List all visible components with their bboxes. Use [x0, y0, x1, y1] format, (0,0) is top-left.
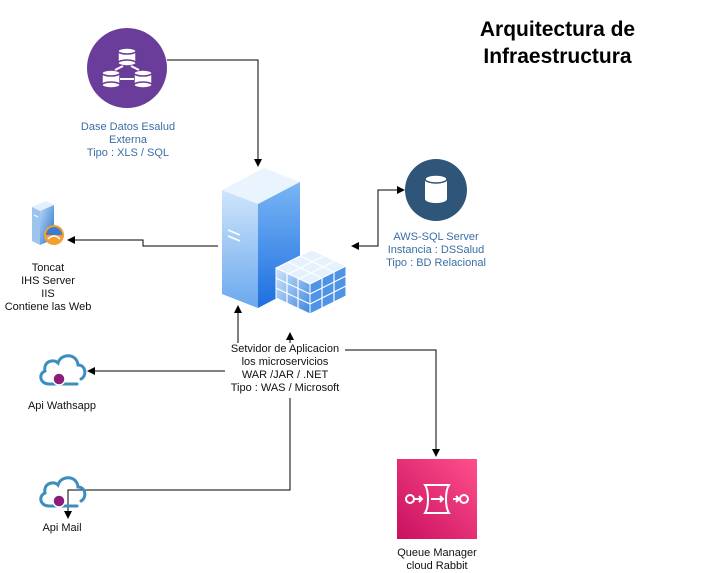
label-api-whatsapp: Api Wathsapp	[27, 400, 97, 412]
node-api-whatsapp[interactable]	[37, 350, 87, 390]
diagram-title: Arquitectura de Infraestructura	[440, 16, 675, 70]
label-app-server: Setvidor de Aplicacion los microservicio…	[230, 343, 340, 394]
label-queue-manager: Queue Manager cloud Rabbit	[397, 547, 477, 572]
title-line-1: Arquitectura de	[479, 18, 636, 41]
edge-externaldb-appserver	[167, 59, 262, 167]
edge-appserver-awssql	[351, 186, 405, 250]
database-icon	[405, 159, 467, 221]
label-api-mail: Api Mail	[42, 522, 82, 534]
database-cluster-icon	[87, 28, 167, 108]
node-api-mail[interactable]	[37, 472, 87, 512]
node-aws-sql[interactable]	[405, 159, 467, 221]
application-server-icon	[222, 168, 348, 315]
queue-manager-icon	[397, 459, 477, 539]
label-tomcat: Toncat IHS Server IIS Contiene las Web	[4, 262, 92, 313]
node-app-server[interactable]	[218, 168, 352, 315]
node-tomcat[interactable]	[28, 201, 68, 249]
title-line-2: Infraestructura	[483, 45, 632, 68]
label-aws-sql: AWS-SQL Server Instancia : DSSalud Tipo …	[386, 231, 486, 269]
cloud-api-icon	[39, 354, 87, 386]
label-external-db: Dase Datos Esalud Externa Tipo : XLS / S…	[80, 121, 176, 159]
edge-appserver-queue	[345, 349, 440, 457]
cloud-api-icon	[39, 476, 87, 508]
edge-appserver-tomcat	[67, 236, 218, 247]
node-queue-manager[interactable]	[397, 459, 477, 539]
web-server-icon	[32, 201, 64, 245]
edge-appserver-mail	[64, 398, 291, 519]
node-external-db[interactable]	[87, 28, 167, 108]
